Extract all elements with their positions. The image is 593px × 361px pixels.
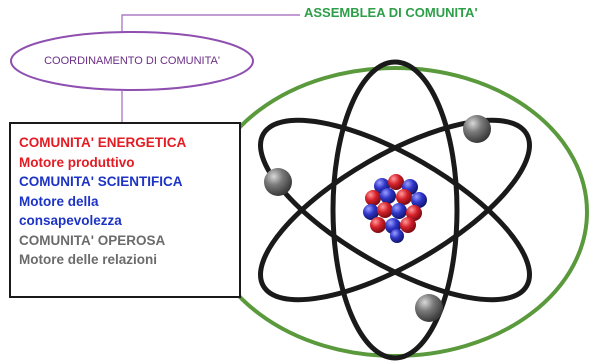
coordination-label: COORDINAMENTO DI COMUNITA' [10, 31, 254, 91]
list-item: Motore produttivo [19, 154, 135, 170]
electron [415, 294, 443, 322]
list-item: COMUNITA' OPEROSA [19, 232, 166, 248]
electron [264, 168, 292, 196]
electron [463, 115, 491, 143]
neutron [380, 188, 396, 204]
orbit-diagonal-b [258, 117, 532, 303]
neutron [411, 192, 427, 208]
nucleus [363, 174, 427, 243]
list-item: Motore delle relazioni [19, 252, 158, 267]
coordination-oval [10, 31, 254, 91]
proton [396, 189, 412, 205]
proton [400, 217, 416, 233]
proton [365, 190, 381, 206]
list-item: consapevolezza [19, 213, 122, 228]
list-item: Motore della [19, 193, 99, 209]
proton [388, 174, 404, 190]
proton [406, 205, 422, 221]
list-item: COMUNITA' ENERGETICA [19, 135, 187, 150]
atom-icon [258, 59, 532, 361]
list-item: COMUNITA' SCIENTIFICA [19, 174, 183, 189]
proton [377, 202, 393, 218]
connector-assembly-coordination [121, 14, 300, 33]
coordination-label-text: COORDINAMENTO DI COMUNITA' [44, 55, 220, 67]
orbit-diagonal-a [258, 117, 532, 303]
neutron [391, 203, 407, 219]
neutron [390, 229, 404, 243]
tree-connectors [121, 14, 300, 122]
neutron [363, 204, 379, 220]
orbit-vertical [330, 59, 460, 361]
assembly-label: ASSEMBLEA DI COMUNITA' [304, 5, 478, 20]
community-list: COMUNITA' ENERGETICA Motore produttivo C… [9, 122, 241, 298]
proton [370, 217, 386, 233]
